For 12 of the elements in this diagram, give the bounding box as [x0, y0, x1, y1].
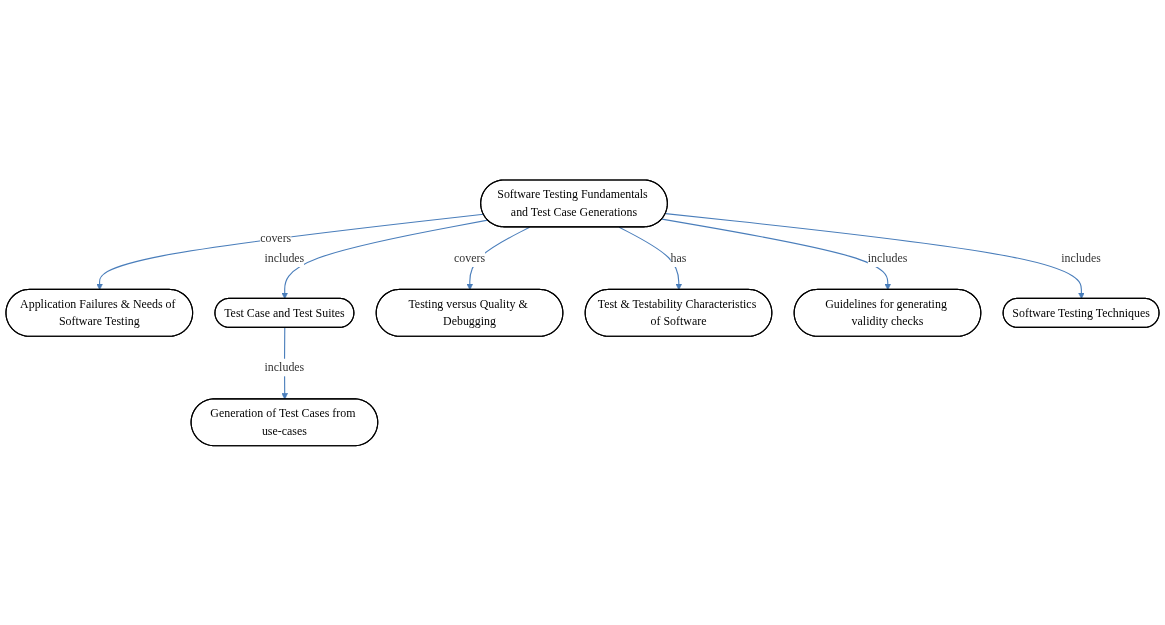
edge-label: includes — [1061, 251, 1101, 264]
arrow — [665, 212, 1085, 299]
edge-label: covers — [453, 251, 486, 264]
arrow — [661, 218, 892, 290]
arrow — [96, 213, 485, 290]
edge-label: includes — [867, 251, 908, 264]
edge-label: covers — [260, 230, 292, 244]
edge-label: includes — [264, 360, 305, 374]
edge-label: includes — [264, 251, 305, 264]
arrow — [281, 219, 489, 299]
edge-label: has — [670, 251, 687, 264]
arrow — [618, 226, 683, 290]
